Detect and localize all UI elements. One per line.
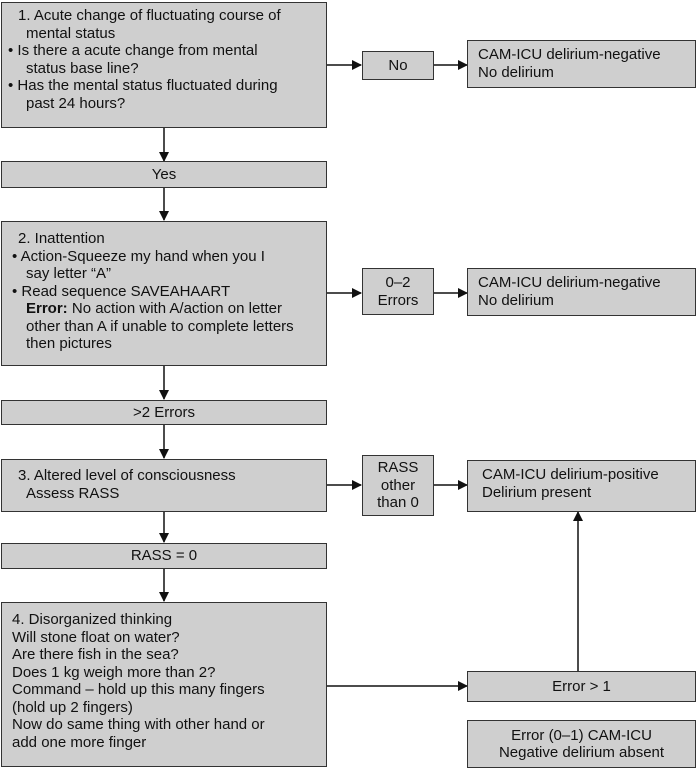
more-errors-box: >2 Errors: [1, 400, 327, 425]
step2-bullet2: • Read sequence SAVEAHAART: [12, 282, 231, 300]
step3-consciousness-box: 3. Altered level of consciousness Assess…: [1, 459, 327, 512]
step2-errors-box: 0–2 Errors: [362, 268, 434, 315]
rass-zero-label: RASS = 0: [130, 547, 198, 565]
step3-rass-line2: other: [380, 476, 416, 494]
step2-result-line2: No delirium: [478, 291, 554, 309]
step1-result-line1: CAM-ICU delirium-negative: [478, 46, 661, 63]
step2-error-cont1: other than A if unable to complete lette…: [26, 317, 294, 335]
yes-label: Yes: [151, 165, 177, 183]
step3-rass-box: RASS other than 0: [362, 455, 434, 516]
step2-title: 2. Inattention: [18, 230, 105, 247]
step3-result-box: CAM-ICU delirium-positive Delirium prese…: [467, 460, 696, 512]
step1-result-line2: No delirium: [478, 63, 554, 81]
step2-result-line1: CAM-ICU delirium-negative: [478, 274, 661, 291]
step4-q4: Command – hold up this many fingers: [12, 681, 265, 698]
step1-no-box: No: [362, 51, 434, 80]
step1-title: 1. Acute change of fluctuating course of: [18, 7, 281, 24]
more-errors-label: >2 Errors: [132, 403, 196, 421]
step3-rass-line1: RASS: [377, 459, 419, 477]
step2-errors-line1: 0–2: [385, 274, 411, 291]
step4-title: 4. Disorganized thinking: [12, 611, 173, 628]
step2-error-cont2: then pictures: [26, 335, 112, 352]
step1-bullet1: • Is there a acute change from mental: [8, 42, 258, 59]
step2-errors-line2: Errors: [377, 291, 419, 309]
step1-result-box: CAM-ICU delirium-negative No delirium: [467, 40, 696, 88]
step4-q3: Does 1 kg weigh more than 2?: [12, 663, 216, 681]
yes-box: Yes: [1, 161, 327, 188]
step4-q2: Are there fish in the sea?: [12, 646, 179, 663]
step1-title-cont: mental status: [26, 24, 116, 42]
step4-disorganized-thinking-box: 4. Disorganized thinking Will stone floa…: [1, 602, 327, 767]
step1-bullet1-cont: status base line?: [26, 59, 139, 77]
step2-inattention-box: 2. Inattention • Action-Squeeze my hand …: [1, 221, 327, 366]
rass-zero-box: RASS = 0: [1, 543, 327, 569]
final-negative-line2: Negative delirium absent: [498, 744, 665, 761]
step4-q5: (hold up 2 fingers): [12, 698, 133, 716]
step1-no-label: No: [388, 56, 408, 74]
step3-line1: 3. Altered level of consciousness: [18, 467, 236, 484]
step2-result-box: CAM-ICU delirium-negative No delirium: [467, 268, 696, 316]
step2-bullet1-cont: say letter “A”: [26, 265, 112, 282]
step4-q7: add one more finger: [12, 733, 147, 751]
step1-bullet2-cont: past 24 hours?: [26, 94, 126, 112]
step2-error-label: Error:: [26, 300, 68, 317]
final-negative-line1: Error (0–1) CAM-ICU: [511, 726, 652, 744]
step3-result-line2: Delirium present: [482, 483, 592, 501]
step4-q1: Will stone float on water?: [12, 628, 180, 646]
step3-rass-line3: than 0: [377, 494, 419, 512]
step4-q6: Now do same thing with other hand or: [12, 716, 265, 733]
error-gt1-label: Error > 1: [552, 677, 611, 695]
step3-line2: Assess RASS: [26, 484, 120, 502]
error-gt1-box: Error > 1: [467, 671, 696, 702]
step2-error-text: No action with A/action on letter: [67, 300, 282, 317]
final-negative-box: Error (0–1) CAM-ICU Negative delirium ab…: [467, 720, 696, 768]
step1-bullet2: • Has the mental status fluctuated durin…: [8, 77, 278, 94]
step1-acute-change-box: 1. Acute change of fluctuating course of…: [1, 2, 327, 128]
step3-result-line1: CAM-ICU delirium-positive: [482, 466, 659, 483]
step2-bullet1: • Action-Squeeze my hand when you I: [12, 247, 265, 265]
